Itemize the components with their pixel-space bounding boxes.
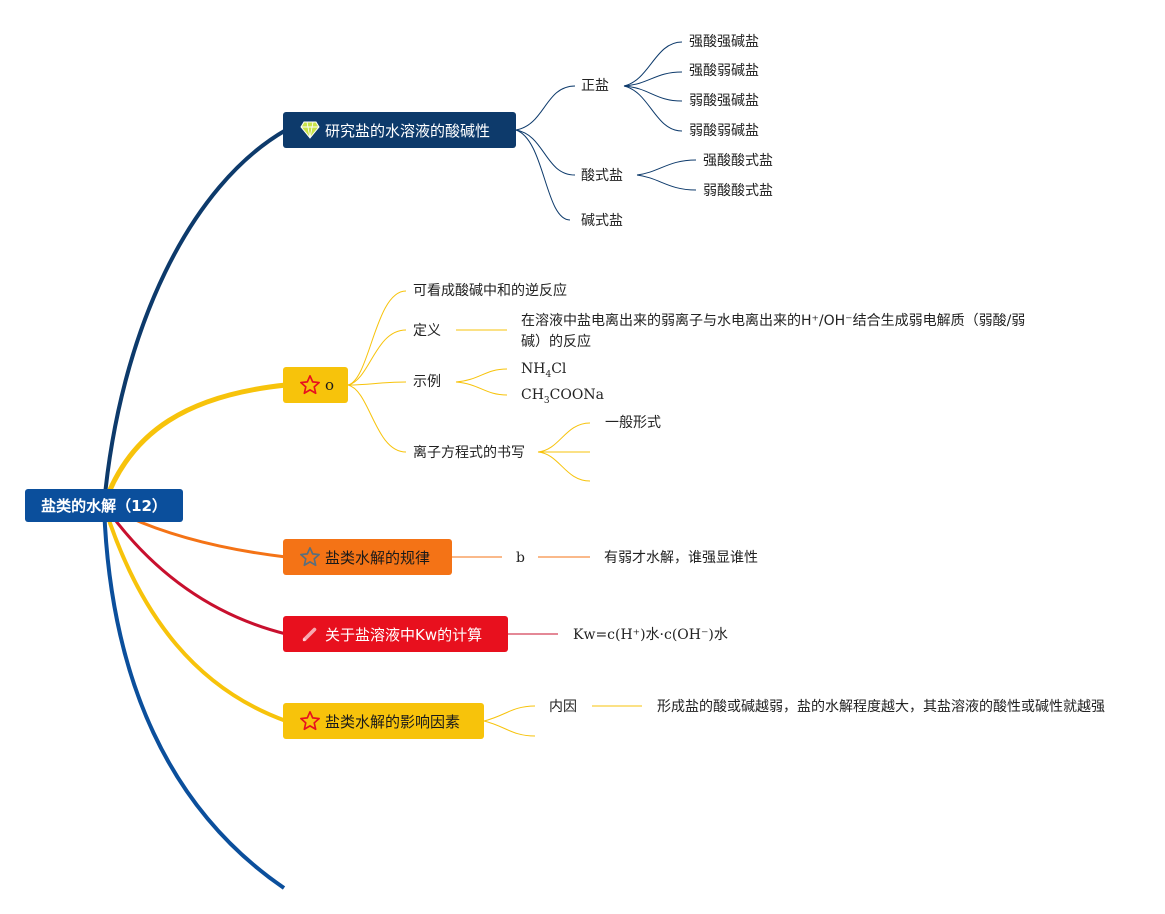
topic-research-salt-acidity[interactable]: 研究盐的水溶液的酸碱性 bbox=[283, 112, 516, 148]
topic-label: 盐类水解的规律 bbox=[325, 548, 431, 567]
leaf-strong-acid-acid-salt[interactable]: 强酸酸式盐 bbox=[703, 153, 773, 169]
subtopic-basic-salt[interactable]: 碱式盐 bbox=[581, 213, 623, 229]
leaf-general-form[interactable]: 一般形式 bbox=[605, 415, 661, 431]
subtopic-acid-salt[interactable]: 酸式盐 bbox=[581, 168, 623, 184]
leaf-weak-acid-acid-salt[interactable]: 弱酸酸式盐 bbox=[703, 183, 773, 199]
topic-hydrolysis-rules[interactable]: 盐类水解的规律 bbox=[283, 539, 452, 575]
subtopic-b[interactable]: b bbox=[516, 550, 525, 566]
topic-kw-calculation[interactable]: 关于盐溶液中Kw的计算 bbox=[283, 616, 508, 652]
branch-root-t5 bbox=[102, 504, 287, 723]
branch-root-t4 bbox=[102, 504, 287, 636]
branch-root-tail bbox=[102, 504, 286, 890]
leaf-hydrolysis-rule[interactable]: 有弱才水解，谁强显谁性 bbox=[604, 550, 758, 566]
subtopic-ionic-equation[interactable]: 离子方程式的书写 bbox=[413, 445, 525, 461]
subtopic-definition[interactable]: 定义 bbox=[413, 323, 441, 339]
topic-label: o bbox=[325, 376, 335, 394]
star-icon bbox=[299, 374, 321, 396]
subtopic-example[interactable]: 示例 bbox=[413, 374, 441, 390]
leaf-strong-acid-weak-base-salt[interactable]: 强酸弱碱盐 bbox=[689, 63, 759, 79]
leaf-internal-cause-text[interactable]: 形成盐的酸或碱越弱，盐的水解程度越大，其盐溶液的酸性或碱性就越强 bbox=[657, 699, 1105, 715]
topic-label: 研究盐的水溶液的酸碱性 bbox=[325, 121, 491, 140]
root-topic[interactable]: 盐类的水解（12） bbox=[25, 489, 183, 522]
leaf-example-ch3coona[interactable]: CH3COONa bbox=[521, 387, 604, 406]
leaf-definition-text[interactable]: 在溶液中盐电离出来的弱离子与水电离出来的H⁺/OH⁻结合生成弱电解质（弱酸/弱碱… bbox=[521, 313, 1026, 350]
diamond-icon bbox=[299, 119, 321, 141]
leaf-weak-acid-strong-base-salt[interactable]: 弱酸强碱盐 bbox=[689, 93, 759, 109]
topic-influencing-factors[interactable]: 盐类水解的影响因素 bbox=[283, 703, 484, 739]
leaf-strong-acid-strong-base-salt[interactable]: 强酸强碱盐 bbox=[689, 34, 759, 50]
root-topic-label: 盐类的水解（12） bbox=[41, 497, 167, 515]
topic-label: 关于盐溶液中Kw的计算 bbox=[325, 625, 483, 644]
subtopic-internal-cause[interactable]: 内因 bbox=[549, 699, 577, 715]
subtopic-normal-salt[interactable]: 正盐 bbox=[581, 78, 609, 94]
star-icon bbox=[299, 546, 321, 568]
leaf-weak-acid-weak-base-salt[interactable]: 弱酸弱碱盐 bbox=[689, 123, 759, 139]
topic-o[interactable]: o bbox=[283, 367, 348, 403]
branch-root-t1 bbox=[102, 128, 287, 506]
branch-root-t2 bbox=[101, 382, 287, 506]
subtopic-reverse-neutralization[interactable]: 可看成酸碱中和的逆反应 bbox=[413, 283, 567, 299]
leaf-example-nh4cl[interactable]: NH4Cl bbox=[521, 361, 567, 380]
topic-label: 盐类水解的影响因素 bbox=[325, 712, 461, 731]
leaf-kw-formula[interactable]: Kw=c(H⁺)水·c(OH⁻)水 bbox=[573, 627, 728, 643]
star-icon bbox=[299, 710, 321, 732]
pencil-icon bbox=[299, 623, 321, 645]
